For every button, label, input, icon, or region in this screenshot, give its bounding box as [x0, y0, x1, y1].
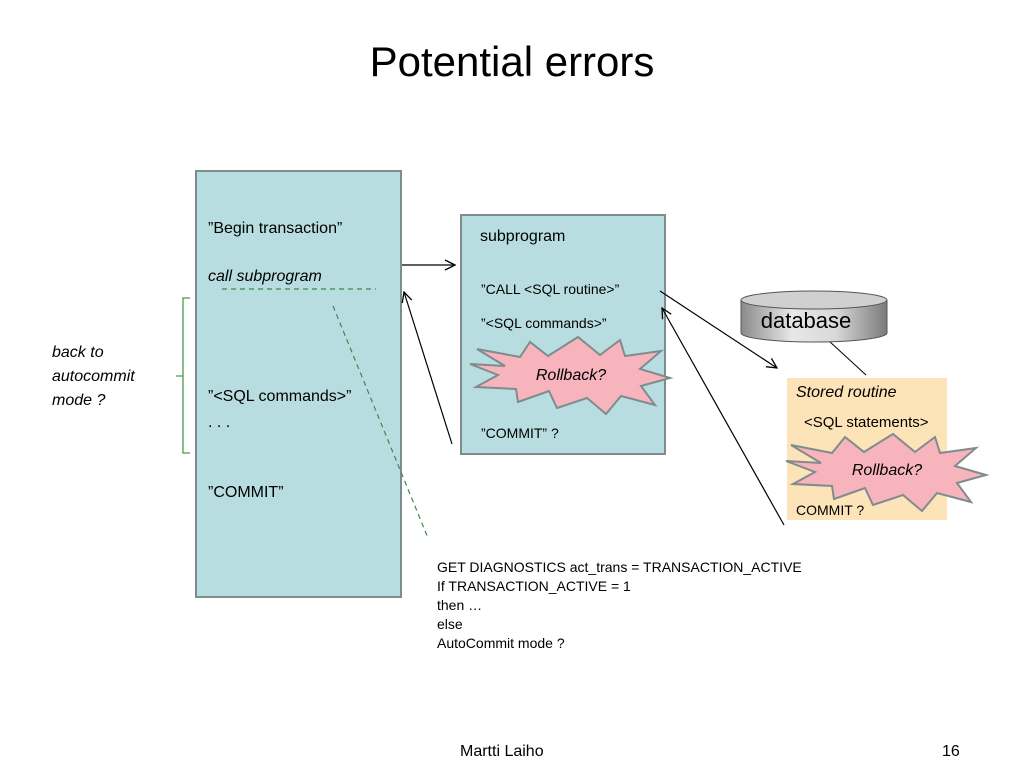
stored-routine-title: Stored routine — [796, 384, 897, 401]
main-program-box — [195, 170, 402, 598]
database-cylinder — [740, 290, 888, 343]
subprogram-box — [460, 214, 666, 455]
diagnostics-line-4: else — [437, 616, 463, 632]
slide-title: Potential errors — [369, 38, 655, 85]
main-commit: ”COMMIT” — [208, 484, 284, 501]
main-call-subprogram: call subprogram — [208, 268, 322, 285]
note-line-1: back to — [52, 344, 104, 361]
arrow-sub-to-main — [404, 292, 453, 445]
subprogram-sql-commands: ”<SQL commands>” — [481, 315, 607, 331]
bracket — [176, 297, 190, 454]
rollback-starburst-stored — [785, 432, 990, 513]
diagnostics-line-2: If TRANSACTION_ACTIVE = 1 — [437, 578, 631, 594]
subprogram-title: subprogram — [480, 228, 566, 245]
rollback-label-stored: Rollback? — [852, 462, 922, 479]
main-begin-transaction: ”Begin transaction” — [208, 220, 343, 237]
diagnostics-line-5: AutoCommit mode ? — [437, 635, 565, 651]
note-line-2: autocommit — [52, 368, 135, 385]
arrow-sub-to-db — [659, 290, 777, 368]
subprogram-call-routine: ”CALL <SQL routine>” — [481, 281, 620, 297]
note-line-3: mode ? — [52, 392, 106, 409]
diagnostics-line-1: GET DIAGNOSTICS act_trans = TRANSACTION_… — [437, 559, 802, 575]
diagnostics-dashed-link — [332, 305, 429, 539]
stored-routine-sql: <SQL statements> — [804, 414, 929, 431]
subprogram-commit: ”COMMIT” ? — [481, 425, 559, 441]
main-dots: . . . — [208, 414, 231, 431]
db-link — [828, 340, 867, 376]
stored-routine-commit: COMMIT ? — [796, 502, 865, 518]
database-label: database — [761, 308, 852, 333]
arrow-stored-to-sub — [662, 308, 785, 526]
main-sql-commands: ”<SQL commands>” — [208, 388, 352, 405]
footer-author: Martti Laiho — [460, 743, 544, 760]
diagnostics-line-3: then … — [437, 597, 483, 613]
diagnostics-code: GET DIAGNOSTICS act_trans = TRANSACTION_… — [437, 558, 802, 653]
page-number: 16 — [942, 743, 960, 760]
rollback-starburst-sub — [469, 335, 674, 416]
rollback-label-sub: Rollback? — [536, 367, 606, 384]
